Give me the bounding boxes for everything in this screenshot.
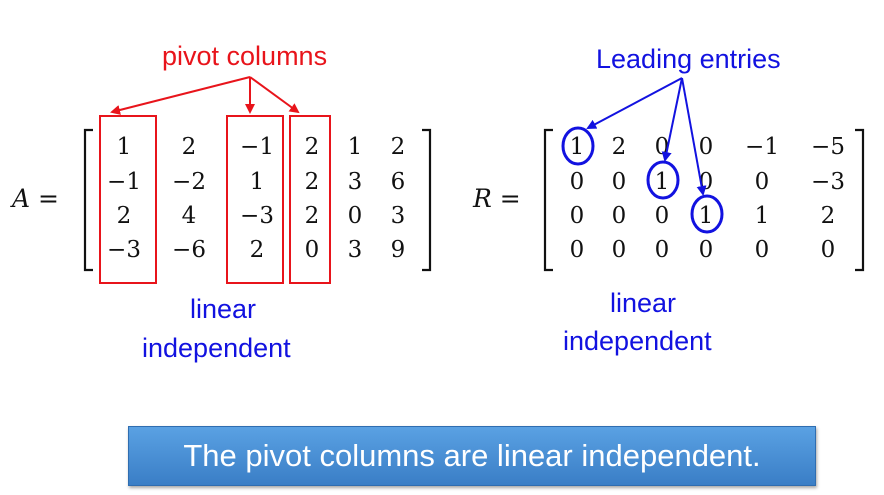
matrix-a-cell: −1	[240, 134, 274, 160]
right-linear-label: linear	[610, 288, 677, 318]
matrix-r-cell: 0	[611, 237, 627, 263]
matrix-a-cell: −3	[107, 237, 141, 263]
matrix-a-cell: 2	[390, 134, 406, 160]
matrix-r-cell: 2	[820, 203, 836, 229]
matrix-r-cell: 0	[754, 169, 770, 195]
pivot-arrow-1	[110, 76, 251, 115]
leading-arrow-3	[681, 77, 707, 196]
matrix-a-cell: 9	[390, 237, 406, 263]
matrix-r-cell: 1	[569, 134, 585, 160]
matrix-r-cell: 0	[820, 237, 836, 263]
matrix-r-cell: 0	[611, 169, 627, 195]
matrix-a-cell: 3	[390, 203, 406, 229]
matrix-r-cell: 0	[698, 237, 714, 263]
matrix-r-right-bracket	[855, 128, 865, 272]
pivot-arrow-3	[249, 76, 300, 114]
matrix-r-cell: 2	[611, 134, 627, 160]
matrix-a-cell: −6	[172, 237, 206, 263]
matrix-r-cell: −5	[811, 134, 845, 160]
matrix-r-label: R =	[473, 184, 521, 213]
matrix-a-cell: −3	[240, 203, 274, 229]
left-linear-label: linear	[190, 294, 257, 324]
leading-arrow-1	[586, 77, 683, 129]
matrix-r-cell: 0	[569, 169, 585, 195]
matrix-a-cell: −1	[107, 169, 141, 195]
matrix-a-cell: 2	[181, 134, 197, 160]
matrix-a-cell: 1	[347, 134, 363, 160]
matrix-r-cell: 0	[654, 237, 670, 263]
matrix-a-cell: 1	[116, 134, 132, 160]
matrix-r-cell: 0	[569, 237, 585, 263]
matrix-r-cell: 1	[754, 203, 770, 229]
matrix-r-cell: 0	[569, 203, 585, 229]
matrix-a-cell: −2	[172, 169, 206, 195]
matrix-a-cell: 2	[116, 203, 132, 229]
matrix-a-cell: 2	[304, 169, 320, 195]
matrix-a-cell: 2	[304, 134, 320, 160]
matrix-a-cell: 1	[249, 169, 265, 195]
matrix-r-cell: 1	[654, 169, 670, 195]
matrix-r-cell: 0	[654, 203, 670, 229]
matrix-r-cell: 1	[698, 203, 714, 229]
matrix-r-cell: −3	[811, 169, 845, 195]
matrix-a-left-bracket	[83, 128, 93, 272]
pivot-column-3-box	[226, 115, 284, 284]
matrix-r-left-bracket	[543, 128, 553, 272]
matrix-r-cell: 0	[754, 237, 770, 263]
matrix-a-cell: 6	[390, 169, 406, 195]
matrix-a-cell: 3	[347, 169, 363, 195]
pivot-column-4-box	[289, 115, 331, 284]
matrix-r-cell: 0	[611, 203, 627, 229]
conclusion-banner: The pivot columns are linear independent…	[128, 426, 816, 486]
leading-entry-circle-1	[561, 126, 595, 166]
matrix-r-cell: 0	[698, 134, 714, 160]
matrix-a-cell: 0	[304, 237, 320, 263]
leading-entry-circle-3	[690, 194, 724, 234]
leading-arrow-2	[661, 77, 683, 162]
matrix-a-cell: 2	[304, 203, 320, 229]
matrix-a-cell: 0	[347, 203, 363, 229]
matrix-a-cell: 2	[249, 237, 265, 263]
matrix-a-right-bracket	[422, 128, 432, 272]
matrix-a-label: A =	[12, 184, 59, 213]
left-independent-label: independent	[142, 333, 291, 363]
leading-entries-label: Leading entries	[596, 44, 781, 74]
matrix-a-cell: 4	[181, 203, 197, 229]
pivot-column-1-box	[99, 115, 157, 284]
pivot-columns-label: pivot columns	[162, 41, 328, 71]
leading-entry-circle-2	[646, 160, 680, 200]
matrix-a-cell: 3	[347, 237, 363, 263]
conclusion-banner-text: The pivot columns are linear independent…	[183, 438, 761, 473]
right-independent-label: independent	[563, 326, 712, 356]
matrix-r-cell: −1	[745, 134, 779, 160]
